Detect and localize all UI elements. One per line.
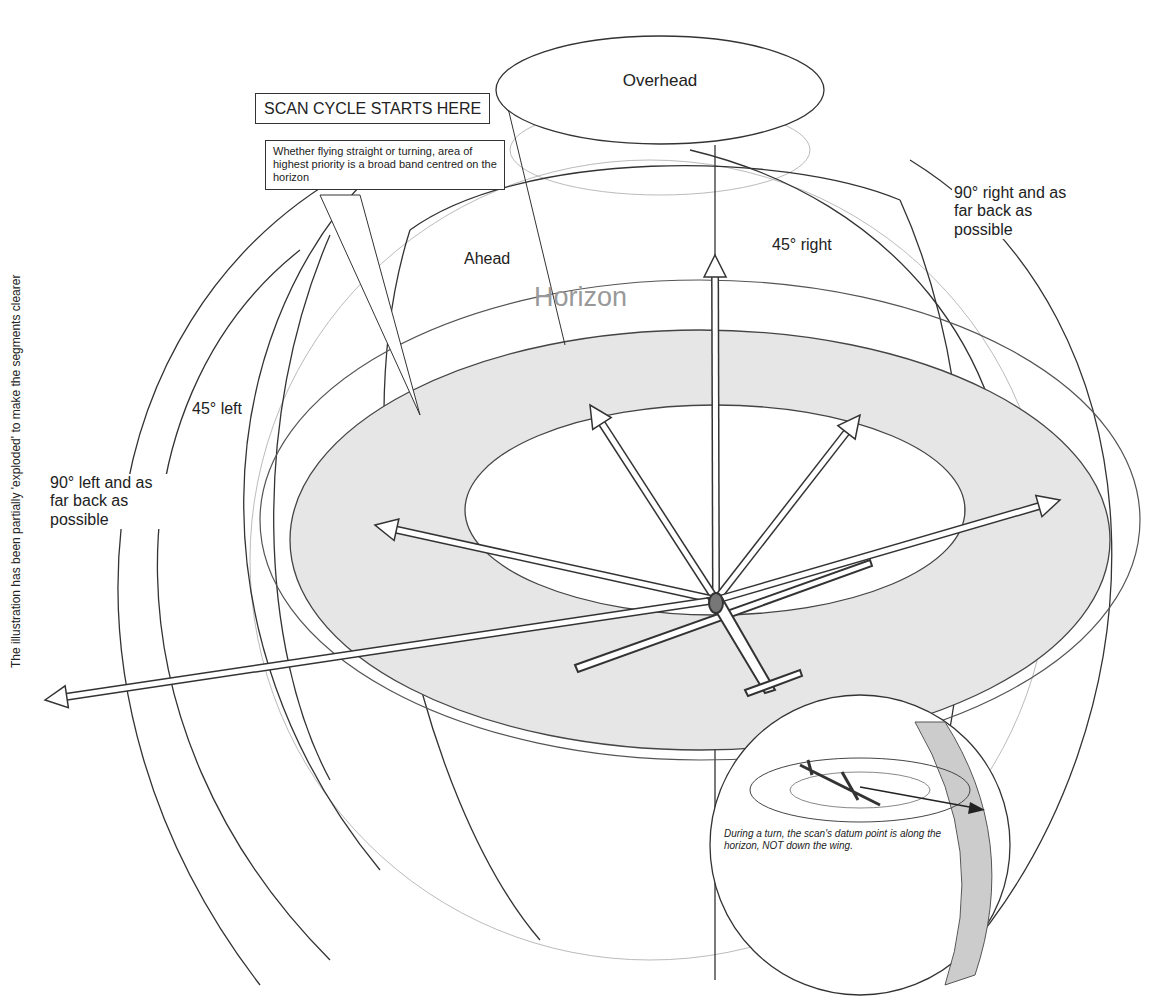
callout-box: SCAN CYCLE STARTS HERE — [255, 93, 490, 124]
inset-glider — [800, 760, 880, 805]
inset-horizon — [750, 758, 970, 822]
turn-inset — [710, 695, 1010, 995]
arrow-shaft-fill — [713, 277, 719, 600]
segment-label: 45° right — [770, 236, 834, 254]
vertical-note: The illustration has been partially 'exp… — [10, 273, 24, 670]
arrow-shaft-fill — [67, 600, 716, 697]
glider-tail — [745, 670, 802, 696]
ellipse-shape — [496, 36, 824, 144]
arrow-head — [704, 255, 726, 277]
scan-arrows — [45, 255, 1060, 708]
glider-canopy — [709, 593, 723, 613]
callout-box: Whether flying straight or turning, area… — [265, 140, 505, 190]
glider — [575, 560, 872, 696]
node-text: Overhead — [623, 71, 698, 91]
arrow-shaft — [602, 423, 716, 600]
arrow-shaft-fill — [602, 423, 716, 600]
inset-caption: During a turn, the scan's datum point is… — [722, 828, 951, 851]
segment-label: Ahead — [462, 250, 512, 268]
node-text: Whether flying straight or turning, area… — [273, 145, 497, 185]
segment-label: 45° left — [190, 400, 244, 418]
leader-wedge — [320, 195, 420, 415]
inset-circle — [710, 695, 1010, 995]
arrow-head — [838, 415, 860, 439]
arrow-head — [1036, 496, 1060, 517]
inset-sector — [915, 722, 992, 985]
inset-arrowhead — [968, 802, 985, 814]
arrow-shaft — [711, 277, 720, 600]
inset-arrow — [860, 787, 975, 808]
segment-label: 90° right and as far back as possible — [952, 184, 1078, 239]
arrow-head — [375, 519, 399, 540]
arrow-shaft-fill — [716, 506, 1039, 600]
arrow-shaft — [716, 506, 1039, 600]
arrow-head — [45, 686, 68, 708]
inset-horizon-inner — [790, 772, 930, 808]
horizon-label: Horizon — [532, 282, 629, 313]
arrow-shaft-fill — [396, 530, 716, 600]
segment-label: 90° left and as far back as possible — [48, 474, 170, 529]
arrow-head — [590, 405, 611, 429]
node-text: SCAN CYCLE STARTS HERE — [264, 99, 481, 118]
segment-90-left-inner — [157, 250, 330, 960]
overhead-ellipse: Overhead — [495, 35, 825, 145]
arrow-shaft — [396, 530, 716, 600]
arrow-shaft — [67, 600, 716, 697]
